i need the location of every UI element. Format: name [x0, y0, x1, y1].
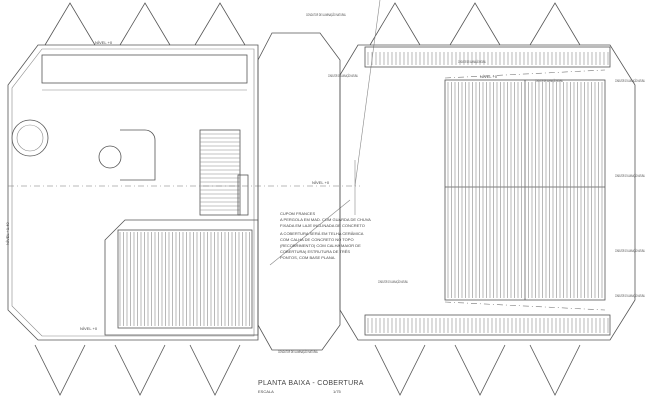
- drawing-title: PLANTA BAIXA - COBERTURA: [258, 380, 364, 387]
- callouts: CONDUTOR DE ILUMINAÇÃO NATURAL CONDUTOR …: [278, 12, 645, 354]
- right-building: [339, 44, 636, 341]
- callout: CONDUTOR DE ILUMINAÇÃO NATURAL: [535, 78, 563, 83]
- connector-hall: [257, 0, 381, 351]
- note-line: (RECOBRIMENTO) COM CALHA MAIOR DE: [280, 243, 361, 248]
- scale-label: ESCALA: [258, 389, 274, 394]
- callout: CONDUTOR DE ILUMINAÇÃO NATURAL: [615, 293, 645, 298]
- scale-value: 1/75: [333, 389, 342, 394]
- bottom-triangles: [34, 344, 581, 396]
- note-line: A COBERTURA SERÁ EM TELHA CERÂMICA: [280, 231, 364, 236]
- level-label-right: NÍVEL +0: [480, 74, 498, 79]
- note-line: FIXADA EM LAJE INCLINADA DE CONCRETO: [280, 223, 365, 228]
- callout: CONDUTOR DE ILUMINAÇÃO NATURAL: [328, 73, 358, 78]
- note-line: PONTOS, COM BASE PLANA.: [280, 255, 336, 260]
- top-triangles: [44, 2, 581, 46]
- callout: CONDUTOR DE ILUMINAÇÃO NATURAL: [278, 349, 318, 354]
- callout: CONDUTOR DE ILUMINAÇÃO NATURAL: [615, 248, 645, 253]
- level-label-mid: NÍVEL +0: [312, 180, 330, 185]
- left-dimension: NÍVEL +1.40: [5, 222, 10, 245]
- note-line: A PERGOLA EM MAD. COM GUARDA DE CHUVA: [280, 217, 371, 222]
- note-line: COBERTURA) ESTRUTURA DE TRÊS: [280, 249, 350, 254]
- callout: CONDUTOR DE ILUMINAÇÃO NATURAL: [378, 279, 408, 284]
- note-line: CUPOM FRANCES: [280, 211, 315, 216]
- callout: CONDUTOR DE ILUMINAÇÃO NATURAL: [306, 12, 346, 17]
- note-block: CUPOM FRANCES A PERGOLA EM MAD. COM GUAR…: [280, 211, 371, 260]
- note-line: COM CALHA DE CONCRETO NO TOPO: [280, 237, 354, 242]
- callout: CONDUTOR DE ILUMINAÇÃO NATURAL: [615, 78, 645, 83]
- left-building: [7, 44, 360, 341]
- callout: CONDUTOR DE ILUMINAÇÃO NATURAL: [458, 59, 486, 64]
- callout: CONDUTOR DE ILUMINAÇÃO NATURAL: [615, 173, 645, 178]
- level-label-top: NÍVEL +0: [95, 40, 113, 45]
- level-label-bottom: NÍVEL +0: [80, 326, 98, 331]
